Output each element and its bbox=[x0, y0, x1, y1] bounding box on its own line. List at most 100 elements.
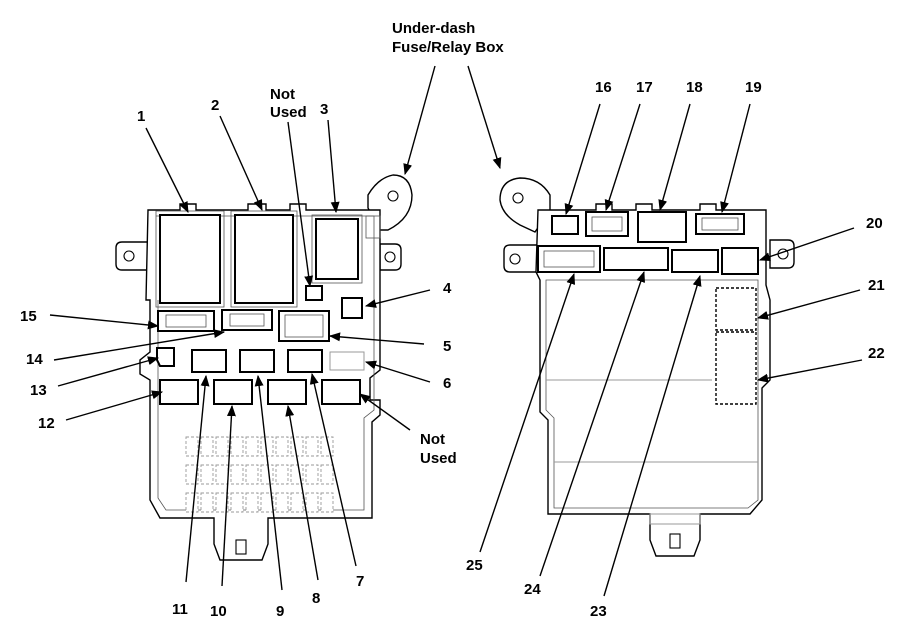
connector-14-inner bbox=[229, 313, 265, 327]
label-7: 7 bbox=[356, 573, 364, 590]
label-14: 14 bbox=[26, 351, 43, 368]
title-arrow-left bbox=[403, 65, 436, 176]
leader-11 bbox=[185, 374, 210, 583]
label-17: 17 bbox=[636, 79, 653, 96]
label-18: 18 bbox=[686, 79, 703, 96]
left-mount-hole-left bbox=[123, 250, 135, 262]
leader-10 bbox=[221, 404, 236, 587]
right-fuse-box bbox=[499, 177, 795, 557]
relay-slot-12 bbox=[159, 379, 199, 405]
right-mount-hole-left bbox=[509, 253, 521, 265]
mini-fuse-slot bbox=[200, 464, 214, 485]
mini-fuse-slot bbox=[320, 492, 334, 513]
title-line-2: Fuse/Relay Box bbox=[392, 39, 504, 56]
mini-fuse-slot bbox=[275, 436, 289, 457]
label-not-used-top-1: Not bbox=[270, 86, 295, 103]
relay-slot-10 bbox=[213, 379, 253, 405]
leader-12 bbox=[65, 390, 164, 421]
leader-9 bbox=[254, 374, 283, 591]
dashed-area-21 bbox=[715, 287, 757, 331]
relay-3-housing bbox=[311, 214, 363, 284]
mini-fuse-slot bbox=[275, 492, 289, 513]
leader-5 bbox=[328, 332, 425, 345]
label-23: 23 bbox=[590, 603, 607, 620]
leader-not-used-top bbox=[287, 121, 314, 288]
label-25: 25 bbox=[466, 557, 483, 574]
connector-20 bbox=[721, 247, 759, 275]
label-22: 22 bbox=[868, 345, 885, 362]
leader-22 bbox=[756, 359, 863, 383]
mini-fuse-slot bbox=[245, 492, 259, 513]
not-used-connector-top bbox=[305, 285, 323, 301]
relay-slot-11 bbox=[191, 349, 227, 373]
leader-20 bbox=[758, 227, 855, 261]
left-top-notch bbox=[365, 215, 381, 239]
leader-3 bbox=[327, 119, 340, 214]
leader-17 bbox=[604, 103, 641, 212]
mini-fuse-slot bbox=[185, 436, 199, 457]
mini-fuse-slot bbox=[260, 464, 274, 485]
relay-1-housing bbox=[155, 210, 225, 308]
relay-2-housing bbox=[230, 210, 298, 308]
connector-15-inner bbox=[165, 314, 207, 328]
left-mount-ear-right bbox=[379, 243, 402, 271]
connector-17-inner bbox=[591, 216, 623, 232]
left-bottom-tab bbox=[235, 539, 247, 555]
label-1: 1 bbox=[137, 108, 145, 125]
leader-1 bbox=[145, 127, 189, 214]
label-11: 11 bbox=[172, 601, 188, 618]
connector-16 bbox=[551, 215, 579, 235]
left-mount-hole-right bbox=[384, 251, 396, 263]
mini-fuse-slot bbox=[200, 436, 214, 457]
right-mount-hole-top bbox=[512, 192, 524, 204]
mini-fuse-slot bbox=[215, 464, 229, 485]
mini-fuse-slot bbox=[200, 492, 214, 513]
mini-fuse-slot bbox=[305, 464, 319, 485]
leader-25 bbox=[479, 272, 576, 553]
label-9: 9 bbox=[276, 603, 284, 620]
connector-5 bbox=[278, 310, 330, 342]
mini-fuse-slot bbox=[215, 436, 229, 457]
leader-16 bbox=[564, 103, 601, 216]
mini-fuse-slot bbox=[245, 464, 259, 485]
relay-slot-8 bbox=[267, 379, 307, 405]
label-5: 5 bbox=[443, 338, 451, 355]
connector-19-inner bbox=[701, 217, 739, 231]
relay-slot-7 bbox=[287, 349, 323, 373]
mini-fuse-slot bbox=[305, 436, 319, 457]
leader-19 bbox=[720, 103, 751, 214]
leader-4 bbox=[364, 289, 431, 308]
mini-fuse-slot bbox=[290, 436, 304, 457]
label-6: 6 bbox=[443, 375, 451, 392]
left-inner-frame bbox=[156, 215, 375, 511]
label-4: 4 bbox=[443, 280, 452, 297]
mini-fuse-slot bbox=[230, 464, 244, 485]
mini-fuse-slot bbox=[230, 436, 244, 457]
label-8: 8 bbox=[312, 590, 320, 607]
label-10: 10 bbox=[210, 603, 227, 620]
connector-5-inner bbox=[284, 314, 324, 338]
leader-8 bbox=[285, 404, 319, 581]
leader-21 bbox=[756, 289, 861, 320]
label-24: 24 bbox=[524, 581, 541, 598]
title-line-1: Under-dash bbox=[392, 20, 475, 37]
empty-slot-6 bbox=[329, 351, 365, 371]
mini-fuse-slot bbox=[290, 492, 304, 513]
mini-fuse-slot bbox=[185, 464, 199, 485]
leader-15 bbox=[49, 314, 160, 330]
leader-not-used-bottom bbox=[359, 393, 411, 431]
right-bottom-tab bbox=[669, 533, 681, 549]
label-21: 21 bbox=[868, 277, 885, 294]
connector-24 bbox=[603, 247, 669, 271]
leader-24 bbox=[539, 270, 645, 577]
connector-17 bbox=[585, 211, 629, 237]
connector-23 bbox=[671, 249, 719, 273]
connector-14 bbox=[221, 309, 273, 331]
connector-25 bbox=[537, 245, 601, 273]
mini-fuse-slot bbox=[215, 492, 229, 513]
label-3: 3 bbox=[320, 101, 328, 118]
relay-2 bbox=[234, 214, 294, 304]
mini-fuse-slot bbox=[260, 492, 274, 513]
right-mount-ear-left bbox=[503, 244, 541, 273]
